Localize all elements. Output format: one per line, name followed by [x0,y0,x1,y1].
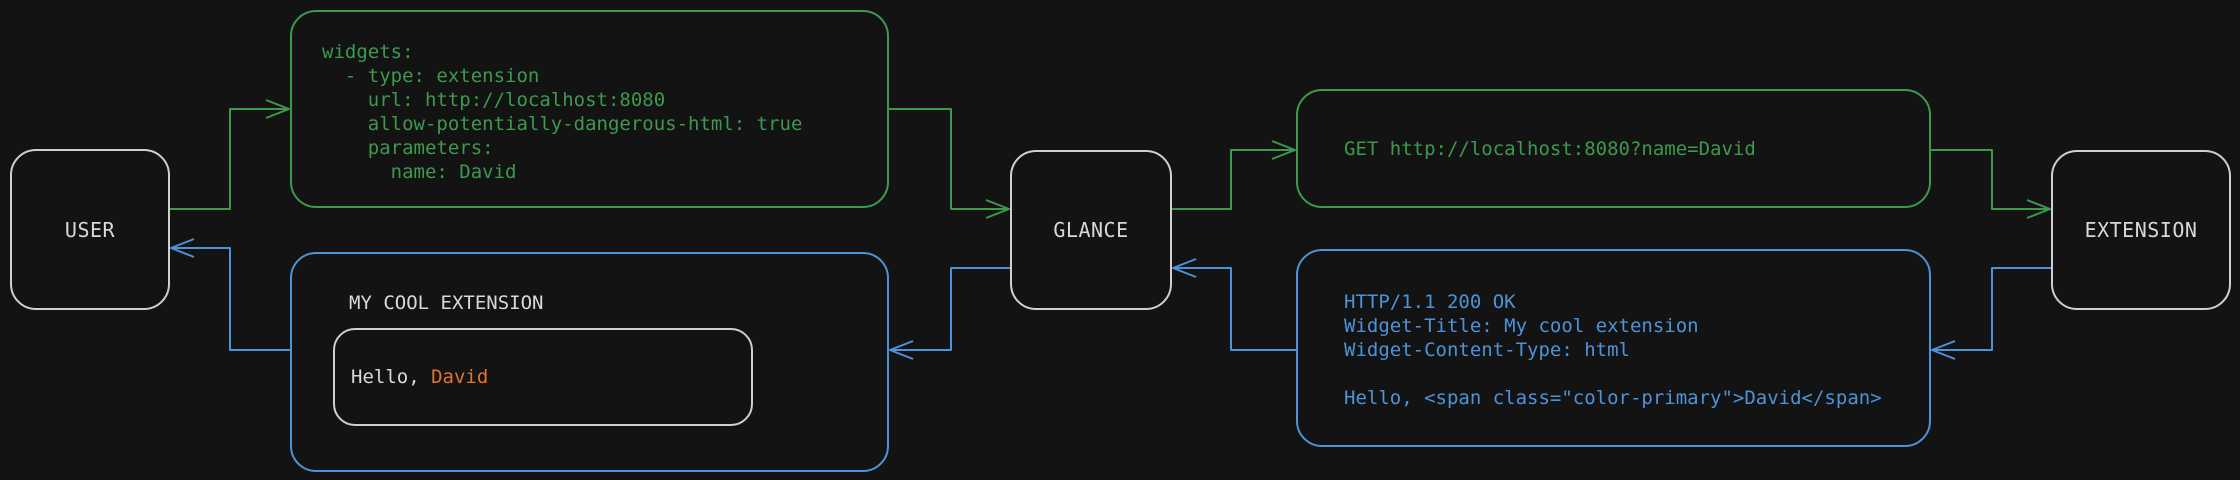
connector-config-to-glance [889,108,1010,219]
widget-preview-box: MY COOL EXTENSION Hello, David [290,252,889,472]
config-line: name: David [322,161,517,183]
node-extension-label: EXTENSION [2084,218,2198,242]
arrowhead-right-icon [1271,140,1296,160]
config-line: url: http://localhost:8080 [322,89,666,111]
config-line: parameters: [322,137,494,159]
http-request-box: GET http://localhost:8080?name=David [1296,89,1931,208]
response-line: Widget-Title: My cool extension [1344,315,1699,337]
node-user-label: USER [64,217,116,242]
widget-preview-title: MY COOL EXTENSION [349,292,544,314]
node-extension: EXTENSION [2051,150,2231,310]
connector-request-to-extension [1931,149,2051,219]
node-glance: GLANCE [1010,150,1172,310]
response-line: HTTP/1.1 200 OK [1344,291,1516,313]
connector-preview-to-user [170,238,290,351]
config-line: widgets: [322,41,414,63]
connector-glance-to-preview [889,267,1010,360]
arrowhead-left-icon [889,340,914,360]
connector-extension-to-response [1931,267,2051,360]
arrowhead-right-icon [2026,199,2051,219]
request-line: GET http://localhost:8080?name=David [1344,137,1756,160]
widget-config-box: widgets: - type: extension url: http://l… [290,10,889,208]
arrowhead-left-icon [1931,340,1956,360]
config-line: allow-potentially-dangerous-html: true [322,113,803,135]
connector-glance-to-request [1172,140,1296,210]
response-line: Widget-Content-Type: html [1344,339,1630,361]
connector-user-to-config [170,99,290,210]
node-glance-label: GLANCE [1053,218,1129,242]
greeting-name: David [431,366,489,388]
node-user: USER [10,149,170,310]
response-line: Hello, <span class="color-primary">David… [1344,387,1882,409]
greeting-text: Hello, David [351,365,488,389]
response-line [1344,362,1929,386]
arrowhead-left-icon [170,238,195,258]
http-response-box: HTTP/1.1 200 OK Widget-Title: My cool ex… [1296,249,1931,447]
config-line: - type: extension [322,65,540,87]
arrowhead-left-icon [1172,258,1197,278]
widget-preview-window: Hello, David [333,328,753,426]
greeting-prefix: Hello, [351,366,432,388]
arrowhead-right-icon [985,199,1010,219]
arrowhead-right-icon [265,99,290,119]
connector-response-to-glance [1172,258,1296,351]
